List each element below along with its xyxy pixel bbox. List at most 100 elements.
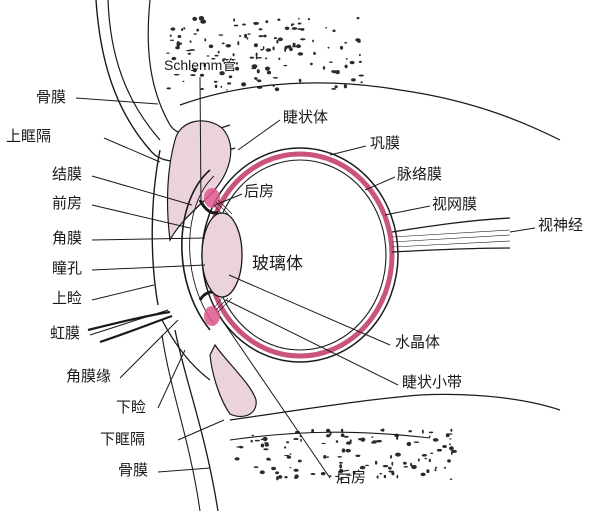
bone-speckle: [444, 466, 446, 469]
bone-speckle: [200, 20, 203, 22]
bone-speckle: [344, 64, 348, 69]
bone-speckle: [449, 438, 452, 440]
bone-speckle: [286, 441, 290, 444]
bone-speckle: [324, 27, 328, 29]
bone-speckle: [391, 471, 395, 476]
bone-speckle: [255, 55, 258, 60]
lower-orbit-edge: [229, 431, 431, 441]
bone-speckle: [451, 449, 457, 453]
label-iris: 虹膜: [50, 324, 81, 342]
bone-speckle: [442, 445, 447, 448]
bone-speckle: [358, 60, 362, 64]
bone-speckle: [278, 475, 283, 479]
bone-speckle: [376, 439, 382, 443]
bone-speckle: [346, 474, 352, 476]
bone-speckle: [274, 87, 280, 92]
bone-speckle: [263, 448, 269, 451]
bone-speckle: [447, 459, 451, 463]
cornea-inner: [189, 175, 215, 325]
bone-speckle: [173, 73, 180, 76]
bone-speckle: [379, 472, 383, 475]
bone-speckle: [236, 62, 238, 65]
bone-speckle: [181, 28, 184, 32]
bone-speckle: [340, 428, 344, 433]
bone-speckle: [339, 468, 344, 474]
label-schlemm-canal: Schlemm管: [164, 57, 237, 73]
bone-speckle: [254, 439, 260, 442]
bone-speckle: [193, 33, 197, 35]
bone-speckle: [294, 477, 298, 479]
bone-speckle: [345, 58, 348, 60]
bone-speckle: [331, 88, 337, 90]
bone-speckle: [286, 455, 292, 459]
bone-speckle: [296, 44, 301, 49]
bone-speckle: [343, 435, 349, 438]
label-cornea: 角膜: [52, 229, 83, 247]
bone-speckle: [262, 436, 268, 442]
bone-speckle: [273, 37, 277, 40]
bone-speckle: [253, 466, 259, 468]
bone-speckle: [235, 66, 240, 71]
bone-speckle: [307, 18, 310, 21]
bone-speckle: [217, 50, 220, 54]
label-choroid: 脉络膜: [397, 165, 443, 183]
bone-speckle: [208, 44, 214, 49]
ciliary-body-lower: [204, 306, 220, 326]
bone-speckle: [255, 52, 258, 57]
bone-speckle: [428, 431, 434, 434]
bone-speckle: [390, 455, 392, 459]
bone-speckle: [170, 27, 176, 31]
bone-speckle: [339, 461, 343, 464]
bone-speckle: [203, 63, 207, 68]
label-conjunctiva: 结膜: [52, 165, 83, 183]
label-zonule: 睫状小带: [402, 373, 463, 391]
label-upper-orbital-septum: 上眶隔: [6, 127, 52, 145]
bone-speckle: [264, 442, 269, 444]
bone-speckle: [256, 69, 260, 74]
bone-speckle: [244, 33, 248, 39]
bone-speckle: [359, 53, 361, 57]
label-ciliary-body: 睫状体: [283, 108, 329, 126]
bone-speckle: [187, 52, 192, 55]
leader-lines: [75, 76, 536, 479]
optic-nerve-bottom: [391, 247, 511, 253]
bone-speckle: [329, 475, 332, 477]
bone-speckle: [312, 39, 314, 43]
bone-speckle: [254, 77, 258, 80]
bone-speckle: [200, 88, 204, 90]
bone-speckle: [434, 468, 437, 472]
bone-speckle: [352, 470, 356, 474]
bone-speckle: [271, 466, 277, 471]
bone-speckle: [300, 438, 302, 442]
bone-speckle: [334, 85, 338, 89]
bone-speckle: [189, 40, 192, 43]
bone-speckle: [263, 34, 267, 38]
bone-speckle: [360, 437, 366, 442]
bone-speckle: [372, 440, 377, 444]
bone-speckle: [322, 66, 326, 70]
bone-speckle: [346, 441, 352, 445]
bone-speckle: [214, 84, 218, 89]
bone-speckle: [211, 57, 216, 60]
bone-speckle: [276, 476, 279, 481]
bone-speckle: [448, 443, 451, 446]
bone-speckle: [297, 22, 302, 25]
bone-speckle: [220, 85, 223, 89]
bone-speckle: [293, 438, 299, 440]
bone-speckle: [284, 476, 288, 479]
bone-speckle: [266, 70, 272, 75]
bone-speckle: [341, 448, 346, 453]
bone-speckle: [408, 430, 413, 433]
bone-speckle: [166, 52, 170, 54]
bone-speckle: [358, 74, 365, 77]
bone-speckle: [406, 441, 412, 447]
bone-speckle: [356, 17, 360, 20]
bone-speckle: [313, 51, 316, 56]
bone-speckle: [247, 33, 251, 35]
bone-speckle: [422, 429, 424, 434]
label-lower-lid: 下睑: [116, 398, 147, 416]
bone-speckle: [221, 42, 225, 45]
bone-speckle: [349, 60, 355, 65]
bone-speckle: [179, 42, 183, 45]
bone-speckle: [206, 55, 210, 57]
